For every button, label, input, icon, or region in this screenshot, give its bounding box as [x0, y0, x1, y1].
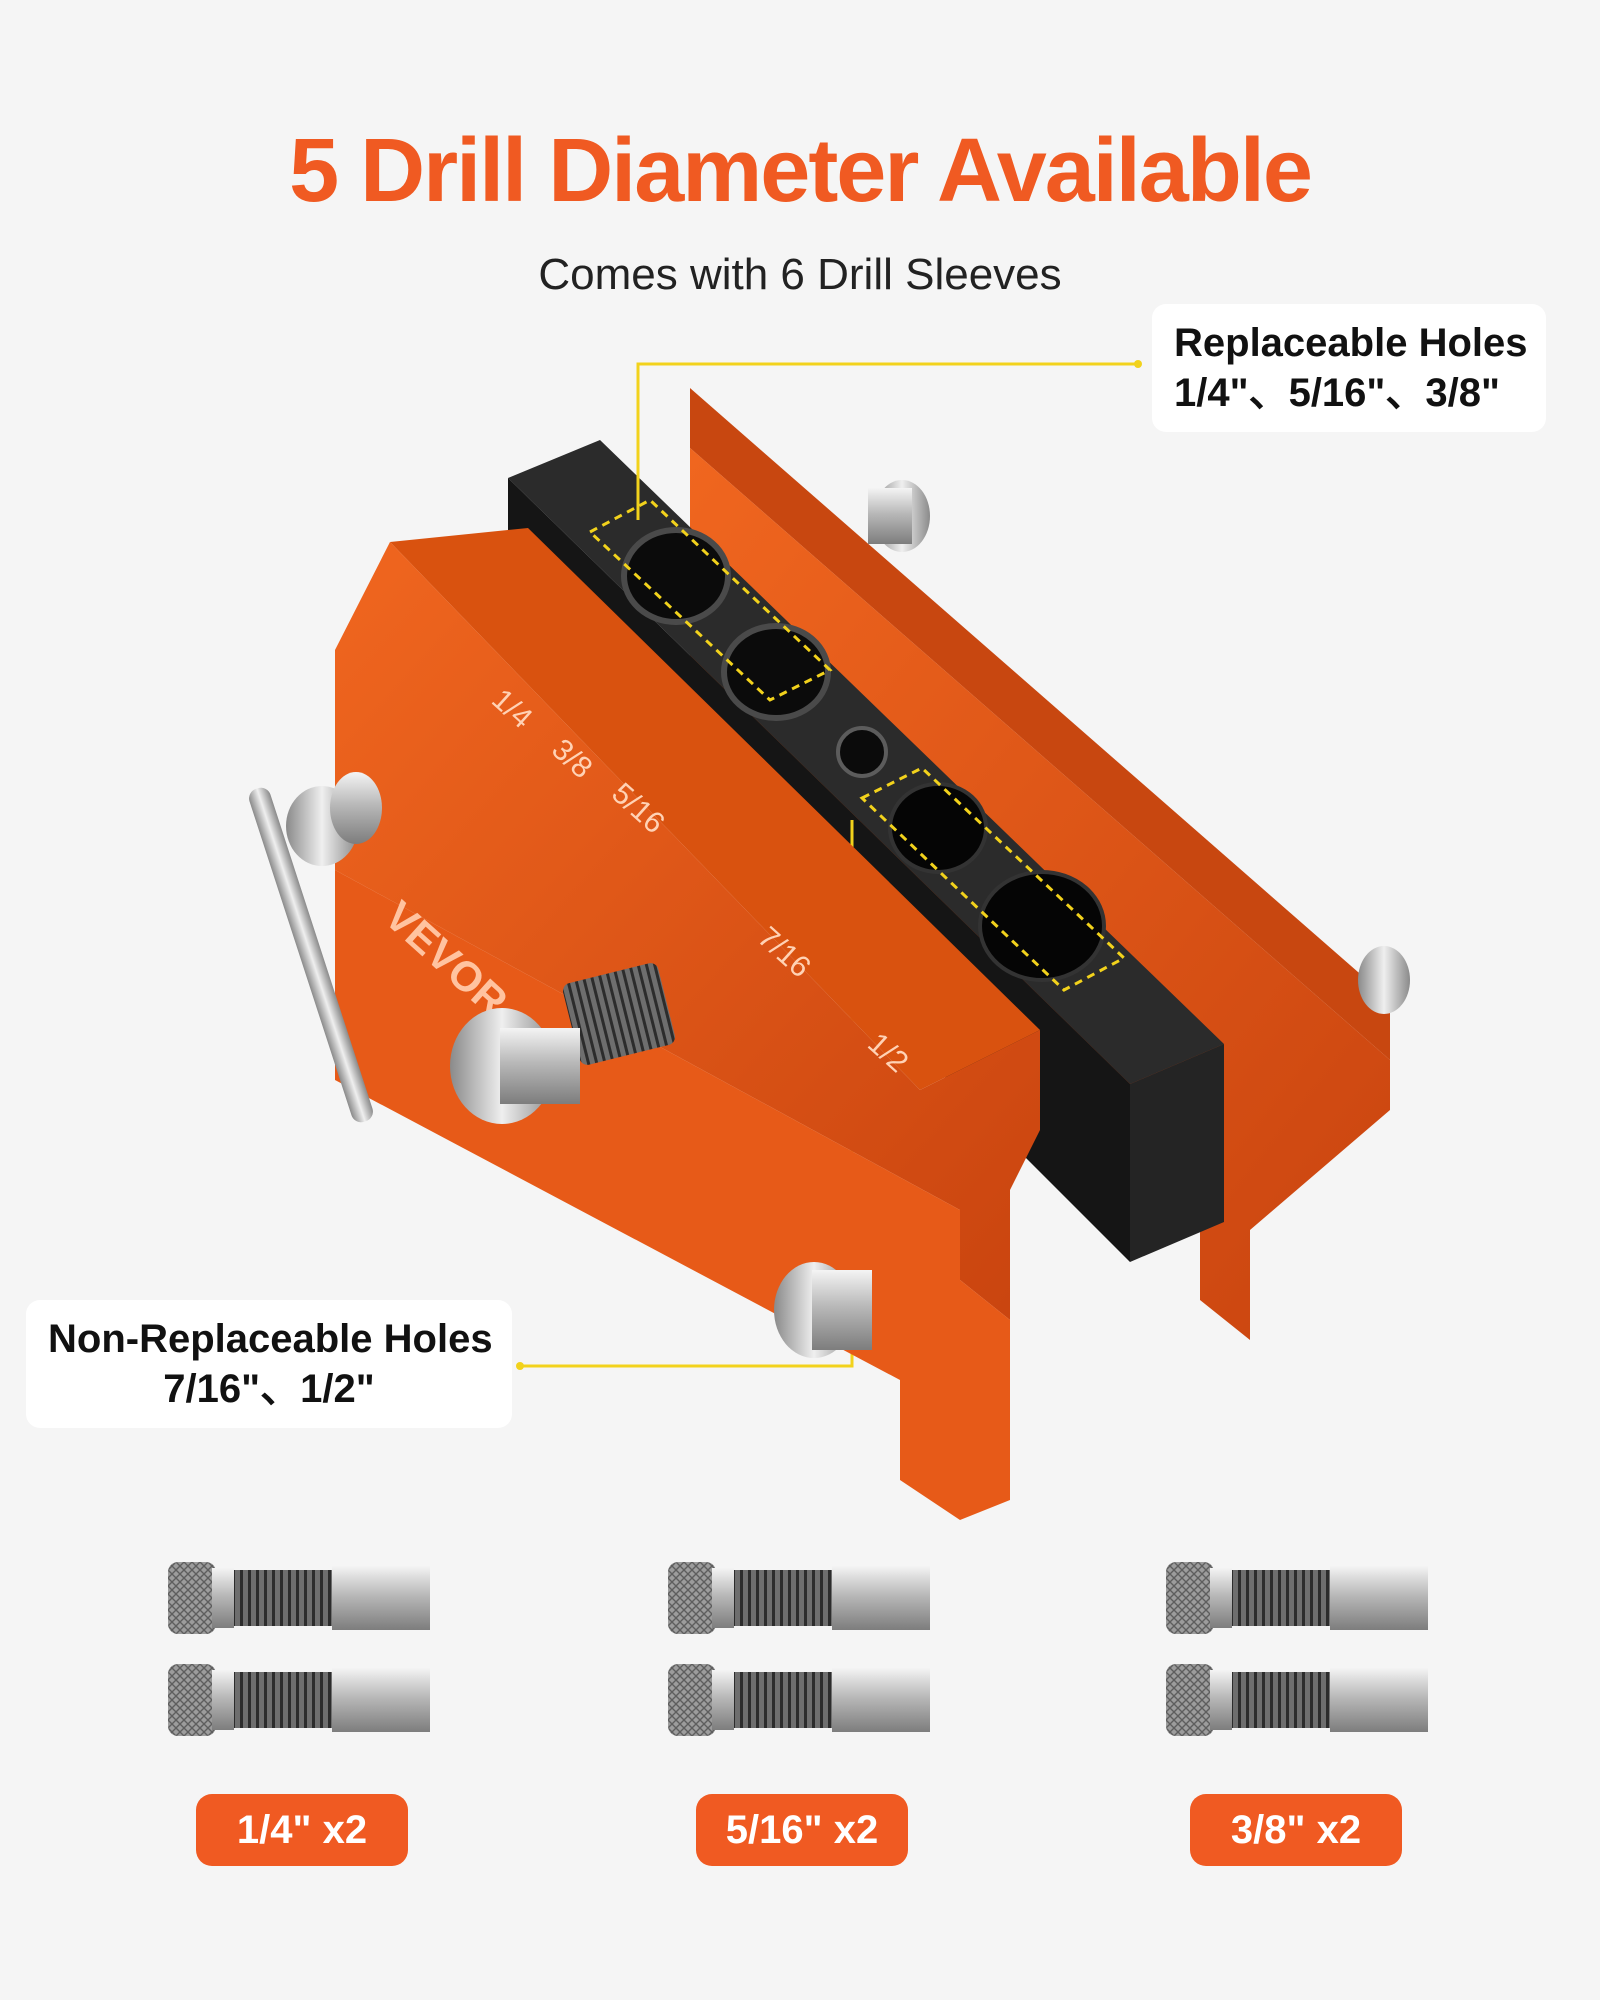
- sleeve-group-2: [668, 1562, 930, 1736]
- drill-block-end: [1130, 1044, 1224, 1262]
- non-replaceable-sizes: 7/16"、1/2": [163, 1367, 375, 1411]
- sleeve-group-1: [168, 1562, 430, 1736]
- sleeve-label-quarter: 1/4" x2: [196, 1794, 408, 1866]
- replaceable-sizes: 1/4"、5/16"、3/8": [1174, 371, 1500, 415]
- non-replaceable-title: Non-Replaceable Holes: [48, 1317, 493, 1361]
- near-plate-face: [335, 542, 1040, 1320]
- sleeve-label-five-sixteenths: 5/16" x2: [696, 1794, 908, 1866]
- headline: 5 Drill Diameter Available: [289, 121, 1313, 221]
- replaceable-title: Replaceable Holes: [1174, 321, 1528, 365]
- sleeve-label-three-eighths: 3/8" x2: [1190, 1794, 1402, 1866]
- far-plate: [690, 388, 1390, 1060]
- replaceable-holes-callout: Replaceable Holes 1/4"、5/16"、3/8": [1152, 304, 1546, 432]
- non-replaceable-holes-callout: Non-Replaceable Holes 7/16"、1/2": [26, 1300, 512, 1428]
- subheadline: Comes with 6 Drill Sleeves: [538, 250, 1062, 299]
- near-plate-top: [390, 528, 1040, 1090]
- sleeve-group-3: [1166, 1562, 1428, 1736]
